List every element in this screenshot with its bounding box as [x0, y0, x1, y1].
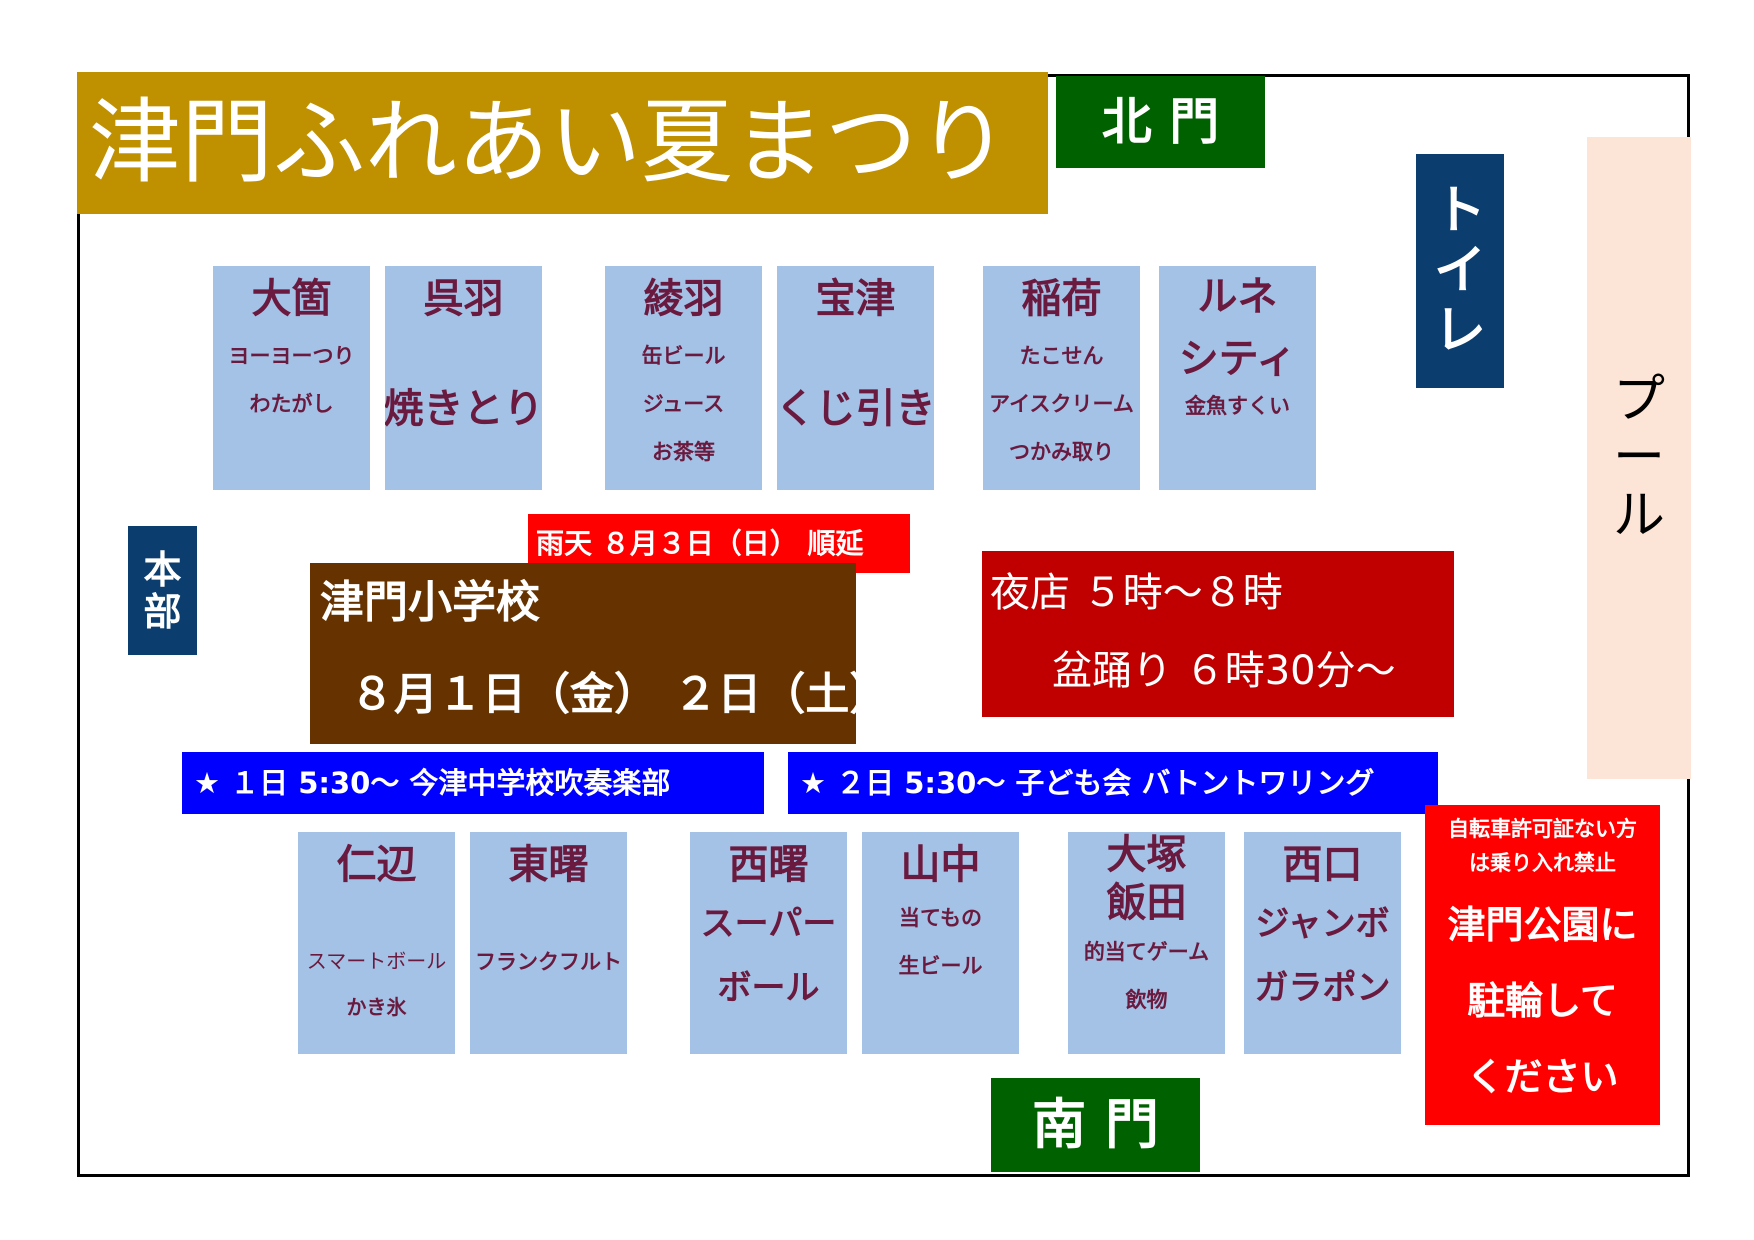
headquarters-label: 本 部 [128, 526, 197, 655]
booth-item: ジャンボ [1255, 904, 1390, 944]
bon-dance-time: 盆踊り ６時30分～ [1052, 648, 1396, 694]
booth-kureha: 呉羽 焼きとり [385, 266, 542, 490]
festival-dates: ８月１日（金） ２日（土） [350, 669, 894, 720]
event-day1-banner: ★ １日 5:30～ 今津中学校吹奏楽部 [182, 752, 764, 814]
booth-name-line1: ルネ [1197, 274, 1278, 320]
booth-inari: 稲荷 たこせん アイスクリーム つかみ取り [983, 266, 1140, 490]
toilet-char: ト [1433, 181, 1486, 241]
booth-rune-city: ルネ シティ 金魚すくい [1159, 266, 1316, 490]
booth-item: アイスクリーム [989, 392, 1134, 416]
page-title: 津門ふれあい夏まつり [77, 72, 1048, 214]
booth-ohko: 大箇 ヨーヨーつり わたがし [213, 266, 370, 490]
booth-name-line1: 大塚 [1106, 832, 1187, 878]
booth-item: ボール [717, 968, 820, 1008]
booth-nishiguchi: 西口 ジャンボ ガラポン [1244, 832, 1401, 1054]
booth-item: わたがし [249, 392, 334, 416]
booth-name: 西曙 [728, 842, 809, 888]
booth-item: ヨーヨーつり [228, 344, 355, 368]
booth-name: 大箇 [251, 276, 332, 322]
venue-school-box: 津門小学校 ８月１日（金） ２日（土） [310, 563, 893, 744]
bicycle-note-line2: は乗り入れ禁止 [1469, 851, 1616, 875]
toilet-char: イ [1433, 241, 1486, 301]
bicycle-message-line2: 駐輪して [1467, 979, 1618, 1023]
booth-item: フランクフルト [475, 950, 622, 974]
booth-name: 仁辺 [336, 842, 417, 888]
schedule-box: 夜店 ５時～８時 盆踊り ６時30分～ [982, 551, 1454, 717]
booth-item: ガラポン [1254, 968, 1391, 1008]
night-market-time: 夜店 ５時～８時 [990, 570, 1283, 616]
booth-item: 缶ビール [641, 344, 726, 368]
booth-name: 綾羽 [643, 276, 724, 322]
school-name: 津門小学校 [320, 577, 540, 628]
booth-name: 山中 [900, 842, 981, 888]
pool-char: ー [1612, 428, 1665, 488]
booth-item: くじ引き [777, 386, 934, 432]
booth-item: 飲物 [1125, 988, 1168, 1012]
booth-hozu: 宝津 くじ引き [777, 266, 934, 490]
booth-item: 生ビール [898, 954, 983, 978]
booth-item: かき氷 [346, 995, 407, 1019]
booth-item: 焼きとり [385, 386, 542, 432]
booth-name-line2: シティ [1178, 336, 1297, 382]
booth-name: 東曙 [508, 842, 589, 888]
booth-item: つかみ取り [1008, 440, 1114, 464]
north-gate-label: 北 門 [1056, 76, 1265, 168]
booth-name: 宝津 [815, 276, 896, 322]
booth-name: 呉羽 [423, 276, 504, 322]
pool-char: ル [1612, 486, 1665, 546]
booth-nishi-akebono: 西曙 スーパー ボール [690, 832, 847, 1054]
booth-yamanaka: 山中 当てもの 生ビール [862, 832, 1019, 1054]
booth-item: 的当てゲーム [1083, 940, 1210, 964]
headquarters-char: 本 [143, 547, 182, 592]
bicycle-parking-notice: 自転車許可証ない方 は乗り入れ禁止 津門公園に 駐輪して ください [1425, 805, 1660, 1125]
booth-item: ジュース [642, 392, 725, 416]
toilet-char: レ [1433, 301, 1486, 361]
booth-ayaha: 綾羽 缶ビール ジュース お茶等 [605, 266, 762, 490]
bicycle-note-line1: 自転車許可証ない方 [1448, 817, 1637, 841]
bicycle-message-line3: ください [1466, 1055, 1619, 1099]
booth-item: 金魚すくい [1185, 394, 1290, 418]
booth-name: 西口 [1282, 842, 1363, 888]
booth-item: スーパー [700, 904, 837, 944]
pool-label: プ ー ル [1587, 137, 1691, 779]
south-gate-label: 南 門 [991, 1078, 1200, 1172]
booth-otsuka-iida: 大塚 飯田 的当てゲーム 飲物 [1068, 832, 1225, 1054]
booth-item: スマートボール [306, 949, 447, 973]
toilet-label: ト イ レ [1416, 154, 1504, 388]
booth-name-line2: 飯田 [1106, 880, 1187, 926]
pool-char: プ [1612, 370, 1665, 430]
headquarters-char: 部 [143, 589, 182, 634]
booth-higashi-akebono: 東曙 フランクフルト [470, 832, 627, 1054]
event-day2-banner: ★ ２日 5:30～ 子ども会 バトントワリング [788, 752, 1438, 814]
bicycle-message-line1: 津門公園に [1447, 903, 1638, 947]
booth-item: お茶等 [652, 440, 715, 464]
booth-item: たこせん [1019, 344, 1104, 368]
booth-item: 当てもの [899, 906, 982, 930]
booth-nibe: 仁辺 スマートボール かき氷 [298, 832, 455, 1054]
booth-name: 稲荷 [1021, 276, 1102, 322]
